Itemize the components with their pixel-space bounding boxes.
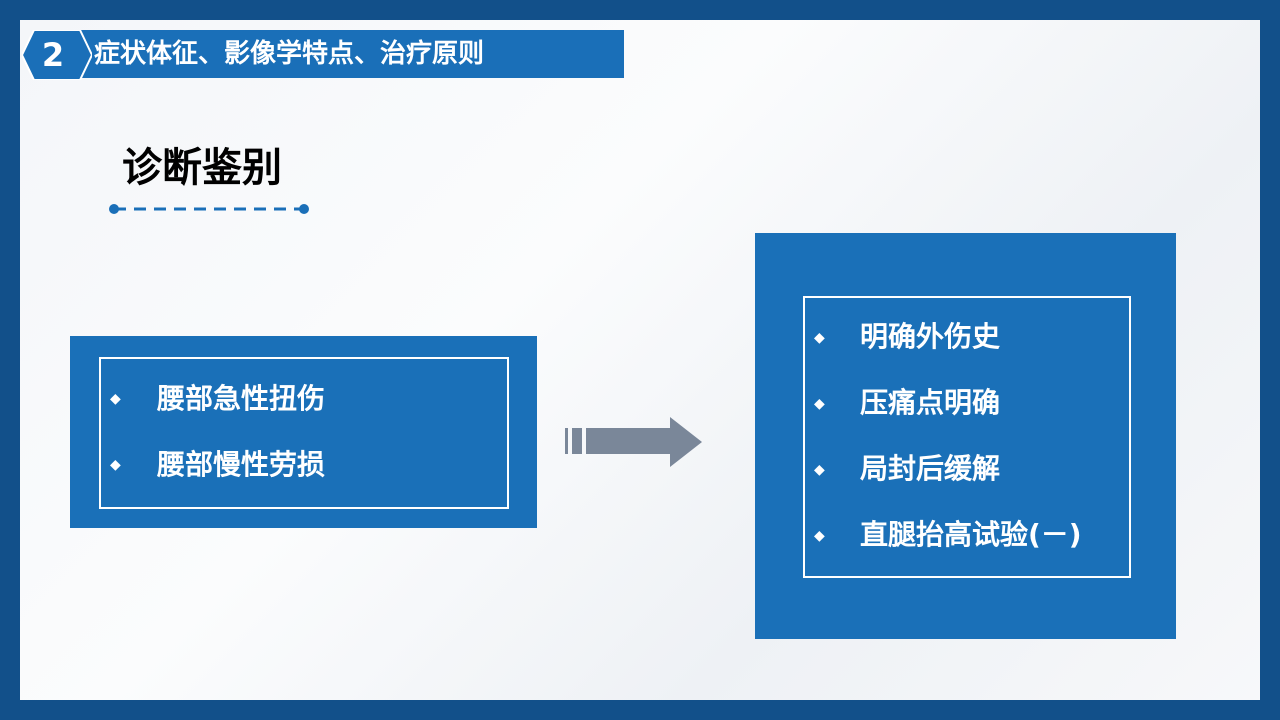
header-title: 症状体征、影像学特点、治疗原则 — [94, 39, 485, 69]
right-item: 局封后缓解 — [860, 452, 1001, 485]
right-item: 明确外伤史 — [860, 320, 1001, 353]
left-box — [70, 336, 537, 528]
arrow-right-icon — [565, 417, 702, 467]
right-box-frame — [803, 296, 1131, 578]
diamond-bullet-icon: ◆ — [814, 462, 825, 478]
section-title: 诊断鉴别 — [122, 145, 282, 191]
diamond-bullet-icon: ◆ — [814, 330, 825, 346]
header-bar — [60, 30, 624, 78]
dashed-divider — [109, 204, 309, 214]
section-number: 2 — [41, 36, 65, 74]
right-box — [755, 233, 1176, 639]
diamond-bullet-icon: ◆ — [814, 396, 825, 412]
left-item: 腰部慢性劳损 — [157, 448, 326, 481]
diamond-bullet-icon: ◆ — [110, 391, 121, 407]
left-box-frame — [99, 357, 509, 509]
left-item: 腰部急性扭伤 — [157, 382, 326, 415]
right-item: 直腿抬高试验(－) — [860, 518, 1082, 551]
section-number-badge — [22, 30, 92, 80]
diamond-bullet-icon: ◆ — [110, 457, 121, 473]
diamond-bullet-icon: ◆ — [814, 528, 825, 544]
right-item: 压痛点明确 — [860, 386, 1001, 419]
